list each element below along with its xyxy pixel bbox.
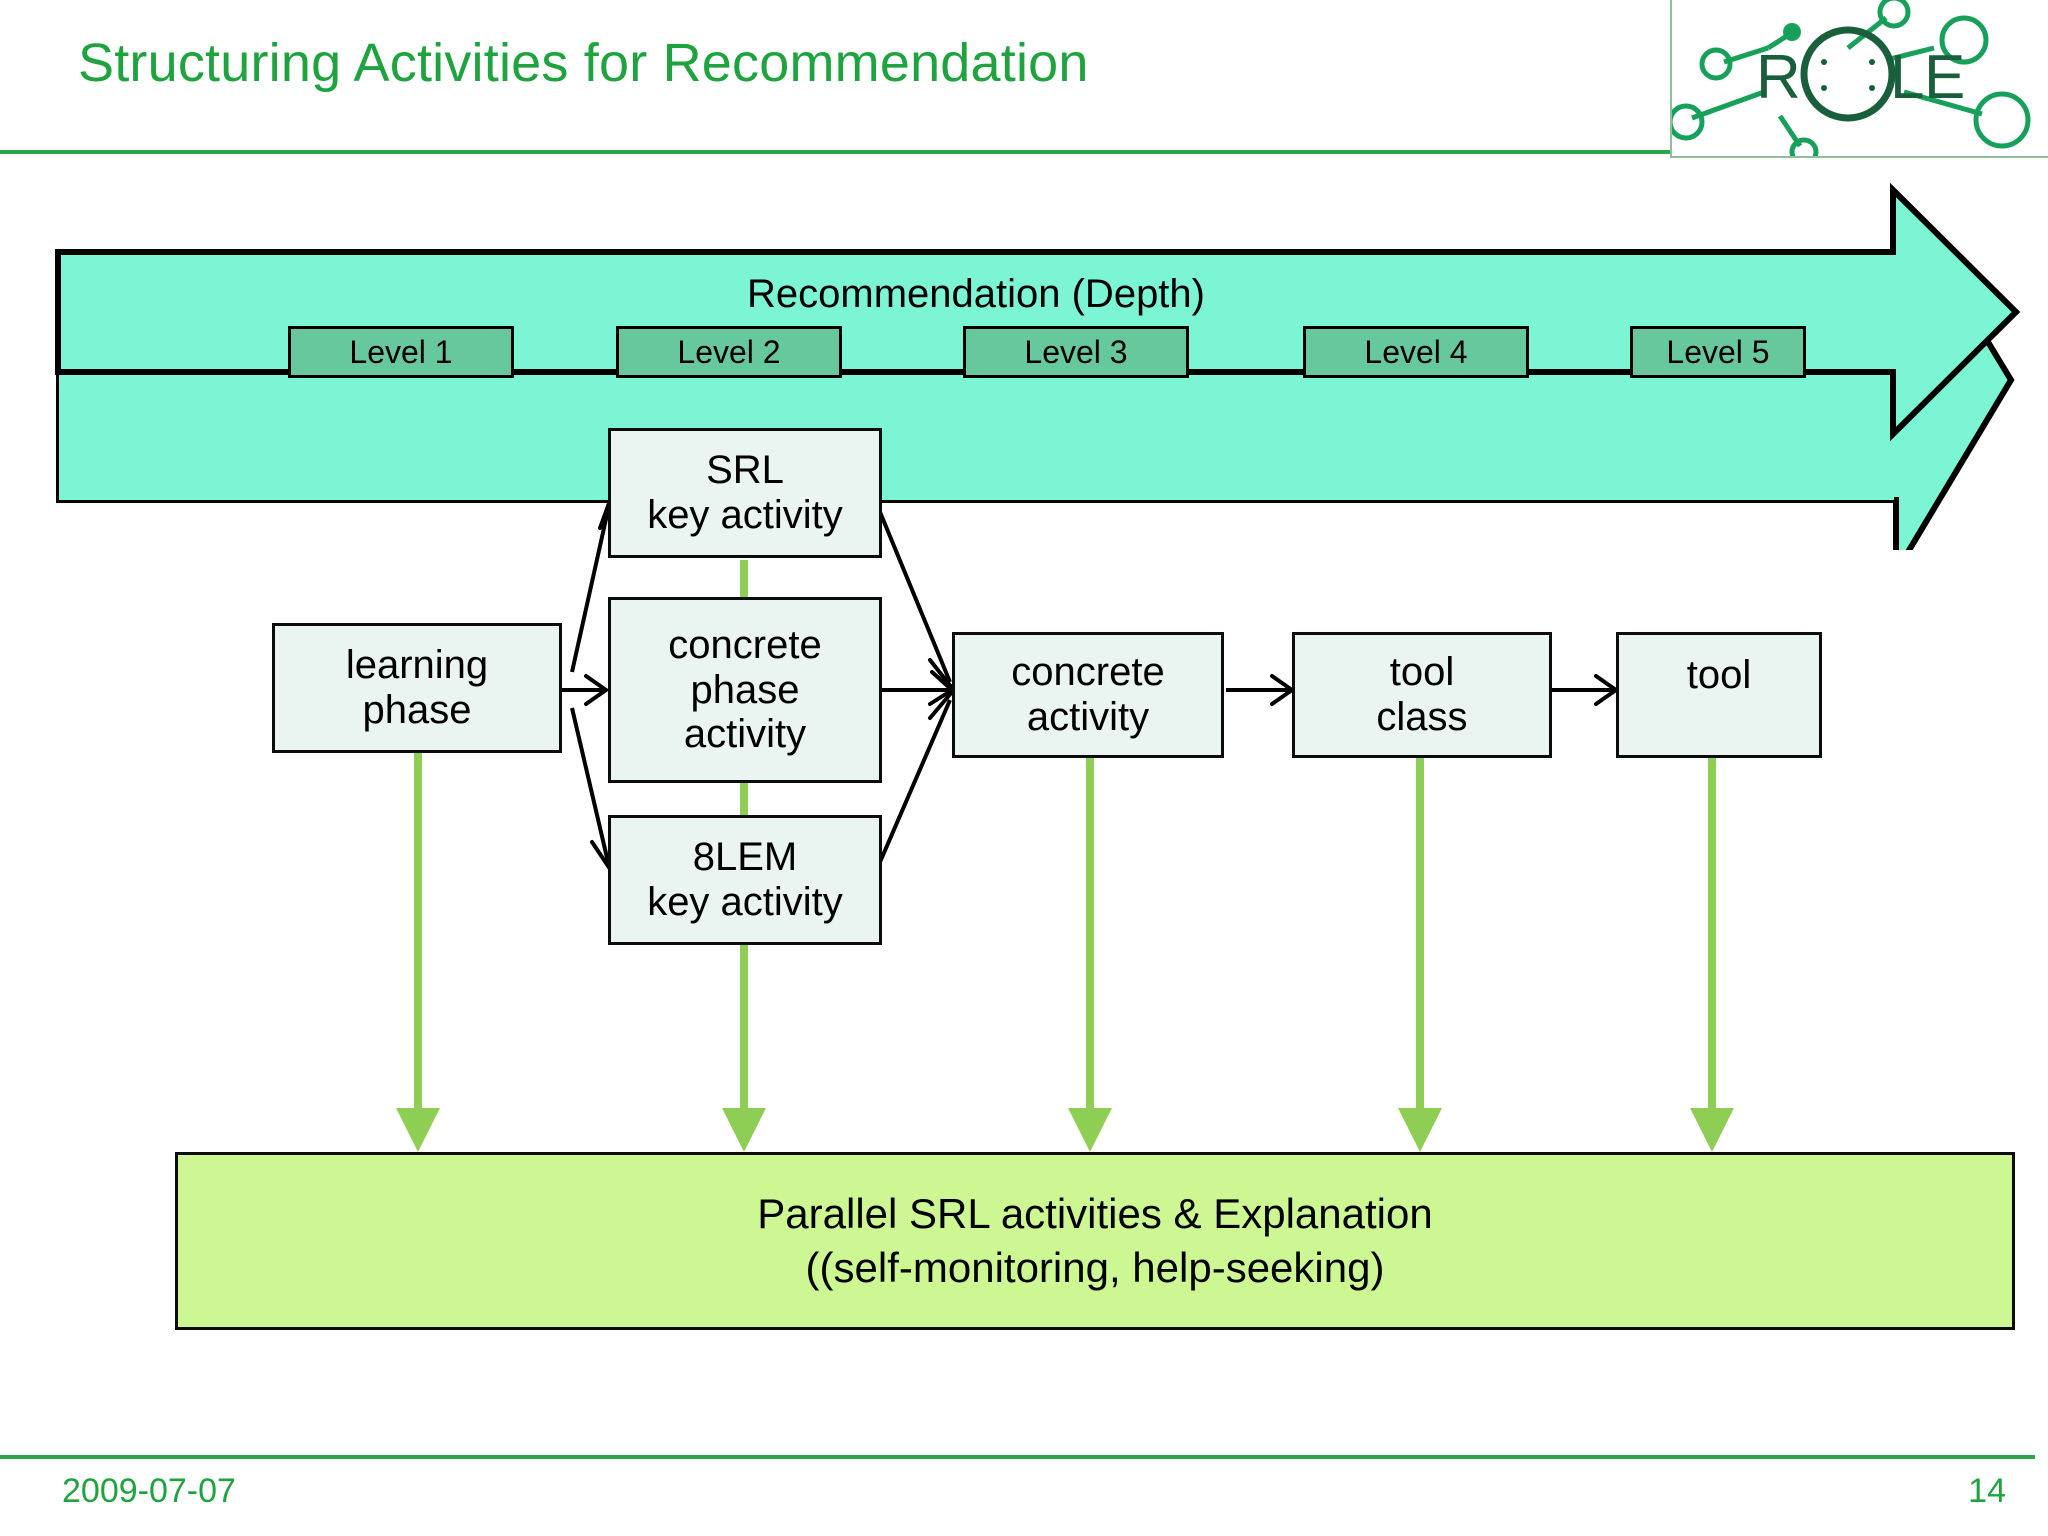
- level-box-5[interactable]: Level 5: [1630, 326, 1806, 378]
- drop-arrowheads: [396, 1108, 1734, 1152]
- node-line: tool: [1686, 653, 1752, 697]
- level-box-3[interactable]: Level 3: [963, 326, 1189, 378]
- parallel-srl-band: Parallel SRL activities & Explanation ((…: [175, 1152, 2015, 1330]
- node-line: concrete: [668, 622, 822, 667]
- node-line: 8LEM: [692, 835, 798, 880]
- edge-8lem-to-concrete-activity: [878, 699, 952, 863]
- node-line: class: [1376, 695, 1468, 739]
- level-box-2[interactable]: Level 2: [616, 326, 842, 378]
- level-label: Level 5: [1666, 333, 1770, 370]
- flow-node-concrete-activity[interactable]: concrete activity: [952, 632, 1224, 758]
- page-title: Structuring Activities for Recommendatio…: [78, 33, 1089, 93]
- level-label: Level 3: [1024, 333, 1128, 370]
- node-line: key activity: [647, 493, 843, 537]
- role-logo: R L E: [1670, 0, 2048, 158]
- svg-text:L: L: [1890, 43, 1924, 112]
- edge-learning-to-8lem: [570, 707, 610, 863]
- role-logo-icon: R L E: [1672, 0, 2031, 156]
- node-line: activity: [683, 712, 807, 757]
- band-line-1: Parallel SRL activities & Explanation: [757, 1190, 1433, 1238]
- level-box-1[interactable]: Level 1: [288, 326, 514, 378]
- header-divider: [0, 150, 2048, 154]
- band-line-2: ((self-monitoring, help-seeking): [805, 1244, 1385, 1291]
- flow-node-learning-phase[interactable]: learning phase: [272, 623, 562, 753]
- node-line: learning: [345, 643, 489, 688]
- svg-text:E: E: [1924, 43, 1965, 112]
- node-line: activity: [1026, 695, 1150, 739]
- footer-date: 2009-07-07: [62, 1472, 236, 1510]
- footer-page-number: 14: [1968, 1472, 2006, 1510]
- node-line: phase: [690, 667, 800, 712]
- banner-caption: Recommendation (Depth): [747, 272, 1205, 316]
- flow-node-tool-class[interactable]: tool class: [1292, 632, 1552, 758]
- level-label: Level 2: [677, 333, 781, 370]
- node-line: SRL: [706, 448, 784, 493]
- flow-node-concrete-phase-activity[interactable]: concrete phase activity: [608, 597, 882, 783]
- svg-text:R: R: [1756, 43, 1801, 112]
- level-label: Level 4: [1364, 333, 1468, 370]
- level-label: Level 1: [349, 333, 453, 370]
- footer-divider: [0, 1455, 2035, 1459]
- flow-node-srl-key-activity[interactable]: SRL key activity: [608, 428, 882, 558]
- level-box-4[interactable]: Level 4: [1303, 326, 1529, 378]
- flow-node-tool[interactable]: tool: [1616, 632, 1822, 758]
- flow-node-8lem-key-activity[interactable]: 8LEM key activity: [608, 815, 882, 945]
- node-line: phase: [362, 688, 472, 732]
- node-line: key activity: [647, 880, 843, 924]
- node-line: tool: [1389, 650, 1455, 695]
- node-line: concrete: [1011, 650, 1165, 695]
